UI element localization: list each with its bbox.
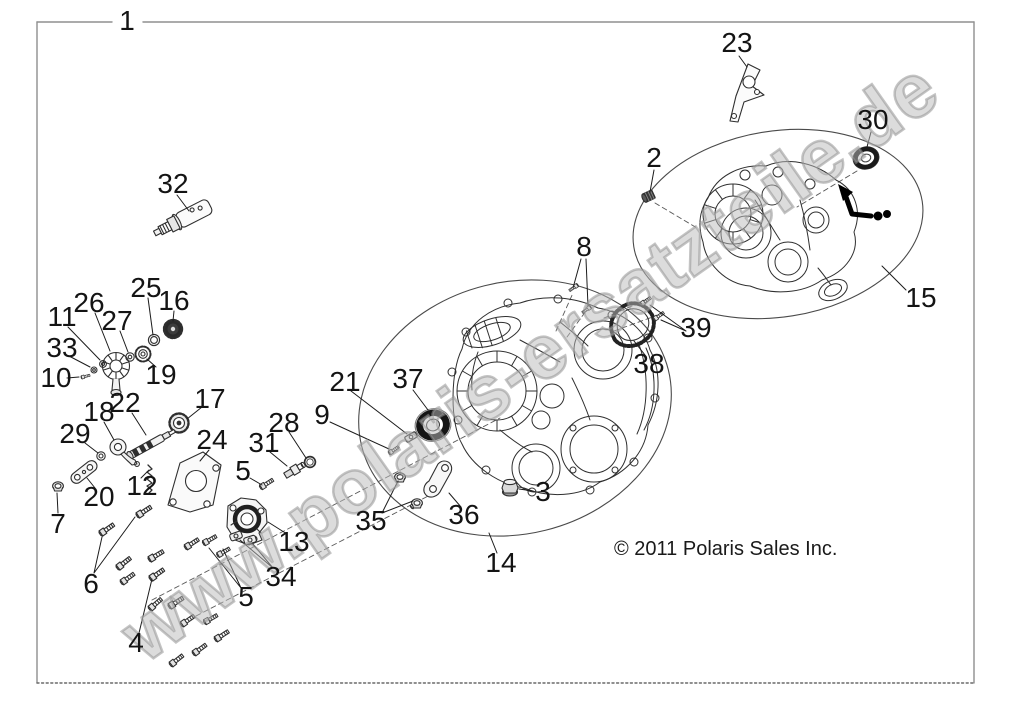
washer-11	[99, 360, 107, 368]
callout-38: 38	[633, 348, 665, 379]
callout-10: 10	[40, 362, 72, 393]
callout-6: 6	[83, 568, 99, 599]
tabs-34	[229, 530, 257, 546]
callout-27: 27	[101, 305, 133, 336]
callout-18: 18	[83, 396, 115, 427]
plug-2	[641, 189, 656, 203]
spring-12	[146, 464, 153, 494]
callout-29: 29	[59, 418, 91, 449]
assembly-oval-15	[632, 128, 924, 320]
washer-33	[90, 366, 98, 374]
callout-11: 11	[47, 301, 77, 332]
clip-21	[404, 431, 418, 443]
callout-31: 31	[248, 427, 280, 458]
bolt-hardware	[97, 503, 232, 669]
seal-37	[414, 408, 452, 442]
gasket-38	[609, 301, 656, 348]
callout-9: 9	[314, 399, 330, 430]
callout-39: 39	[680, 312, 712, 343]
callout-28: 28	[268, 407, 300, 438]
callout-32: 32	[157, 168, 189, 199]
gear-16	[162, 318, 184, 340]
gearcase-front-half	[447, 294, 660, 497]
callout-34: 34	[265, 561, 297, 592]
leader-lines	[56, 55, 907, 634]
gear-17	[168, 412, 190, 434]
screw-10	[80, 373, 91, 380]
governor-rotor-26	[101, 351, 131, 397]
callout-4: 4	[128, 627, 144, 658]
callout-33: 33	[46, 332, 78, 363]
callout-20: 20	[83, 481, 115, 512]
link-plate-20	[70, 460, 98, 484]
screws-8	[567, 282, 593, 315]
o-ring-28	[303, 455, 317, 469]
plug-3	[501, 478, 519, 497]
callout-8: 8	[576, 231, 592, 262]
breather-arrow	[838, 184, 891, 221]
callout-13: 13	[278, 526, 310, 557]
callout-24: 24	[196, 424, 228, 455]
callout-2: 2	[646, 142, 662, 173]
washer-27	[125, 352, 135, 362]
callout-1: 1	[115, 7, 139, 35]
bracket-24	[167, 451, 222, 513]
callout-3: 3	[535, 476, 551, 507]
callout-14: 14	[485, 547, 517, 578]
callout-37: 37	[392, 363, 424, 394]
gearcase-rear-half	[699, 161, 858, 302]
frame-border	[36, 21, 975, 684]
callout-25: 25	[130, 272, 162, 303]
mounting-bracket-23	[729, 63, 765, 123]
callout-30: 30	[857, 104, 889, 135]
callout-26: 26	[73, 287, 105, 318]
nut-29	[96, 451, 106, 461]
callout-35: 35	[355, 505, 387, 536]
callout-23: 23	[721, 27, 753, 58]
shift-shaft-22	[126, 428, 176, 461]
oil-seal-30	[852, 146, 880, 170]
callout-15: 15	[905, 282, 937, 313]
copyright-text: © 2011 Polaris Sales Inc.	[614, 538, 838, 560]
callout-19: 19	[145, 359, 177, 390]
bolt-5a	[258, 476, 275, 491]
callout-16: 16	[158, 285, 190, 316]
callout-17: 17	[194, 383, 226, 414]
bracket-36	[409, 460, 453, 510]
callout-7: 7	[50, 508, 66, 539]
speed-sensor-32	[152, 199, 213, 237]
gear-19	[134, 345, 152, 363]
assembly-oval-14	[358, 279, 672, 537]
nut-7	[52, 481, 64, 492]
callout-5a: 5	[235, 455, 251, 486]
callout-12: 12	[126, 470, 158, 501]
screw-9	[387, 444, 401, 456]
callout-36: 36	[448, 499, 480, 530]
bellcrank-18	[109, 438, 140, 467]
callout-22: 22	[109, 387, 141, 418]
nut-25	[147, 333, 161, 347]
callout-5b: 5	[238, 581, 254, 612]
fitting-31	[283, 461, 306, 479]
callout-21: 21	[329, 366, 361, 397]
